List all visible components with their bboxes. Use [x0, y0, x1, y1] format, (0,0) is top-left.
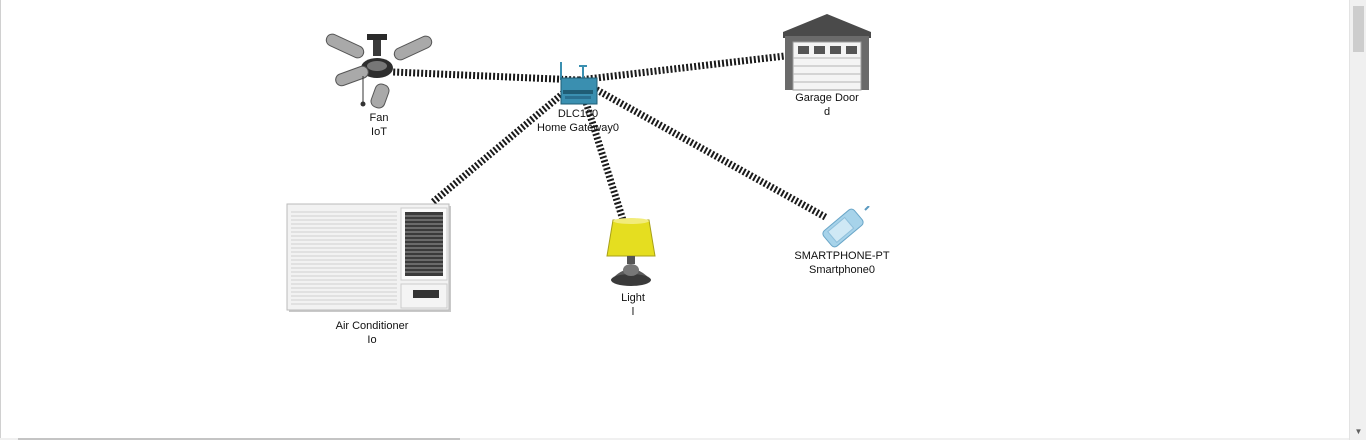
ac-sub: Io [367, 334, 377, 346]
lamp-icon[interactable] [603, 218, 659, 290]
horizontal-scroll-thumb[interactable] [18, 438, 460, 440]
air-conditioner-icon[interactable] [285, 202, 455, 316]
phone-name: SMARTPHONE-PT [794, 250, 890, 262]
horizontal-scrollbar[interactable] [0, 438, 1349, 440]
link-gateway-phone[interactable] [577, 76, 829, 222]
fan-sub: IoT [371, 126, 387, 138]
garage-name: Garage Door [795, 92, 859, 104]
link-gateway-garage[interactable] [578, 52, 786, 84]
garage-door-icon[interactable] [781, 12, 873, 92]
fan-name: Fan [369, 112, 389, 124]
light-name: Light [621, 292, 645, 304]
home-gateway-icon[interactable] [557, 58, 601, 108]
smartphone-icon[interactable] [813, 206, 873, 248]
phone-label: SMARTPHONE-PT Smartphone0 [794, 249, 889, 277]
link-gateway-fan[interactable] [392, 68, 580, 84]
garage-sub: d [823, 106, 831, 118]
ac-label: Air Conditioner Io [336, 319, 409, 347]
gateway-name: DLC100 [557, 108, 599, 120]
gateway-sub: Home Gateway0 [537, 122, 619, 134]
phone-sub: Smartphone0 [808, 264, 876, 276]
gateway-label: DLC100 Home Gateway0 [537, 107, 619, 135]
ac-name: Air Conditioner [335, 320, 409, 332]
vertical-scroll-thumb[interactable] [1353, 6, 1364, 52]
light-sub: l [631, 306, 635, 318]
light-label: Light l [621, 291, 645, 319]
fan-label: Fan IoT [370, 111, 389, 139]
vertical-scrollbar[interactable]: ▲ ▼ [1349, 0, 1366, 440]
ceiling-fan-icon[interactable] [321, 32, 435, 110]
garage-label: Garage Door d [795, 91, 859, 119]
scroll-down-arrow-icon[interactable]: ▼ [1354, 427, 1363, 436]
